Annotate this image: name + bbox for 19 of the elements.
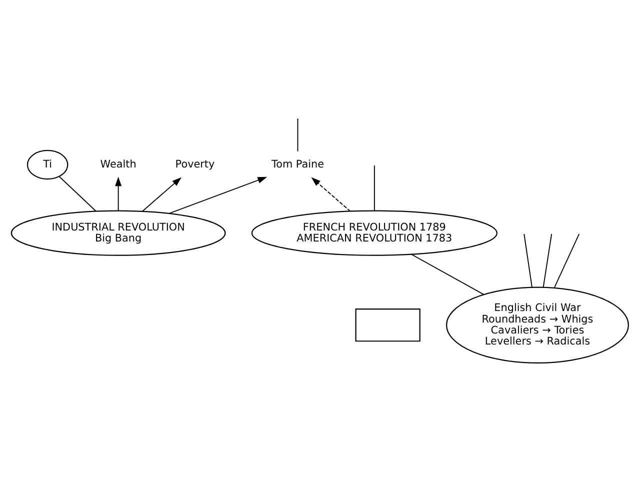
arrow <box>115 176 122 211</box>
connector <box>410 253 484 294</box>
node-ellipse: English Civil War Roundheads → Whigs Cavaliers → Tories Levellers → Radicals <box>446 286 629 364</box>
connector <box>374 164 375 211</box>
connector <box>542 232 552 288</box>
connector <box>524 232 532 287</box>
node-text: Wealth <box>100 158 136 170</box>
arrow <box>168 176 268 214</box>
connector <box>554 232 580 288</box>
arrow <box>311 176 351 212</box>
node-ellipse: INDUSTRIAL REVOLUTION Big Bang <box>10 210 226 256</box>
connector <box>58 175 97 212</box>
node-ellipse: FRENCH REVOLUTION 1789 AMERICAN REVOLUTION 1783 <box>251 210 498 256</box>
node-text: Tom Paine <box>272 158 324 170</box>
node-box <box>355 308 420 342</box>
arrow <box>142 176 182 212</box>
node-text: Poverty <box>175 158 215 170</box>
connector <box>297 118 298 152</box>
node-ellipse: Ti <box>26 149 68 180</box>
